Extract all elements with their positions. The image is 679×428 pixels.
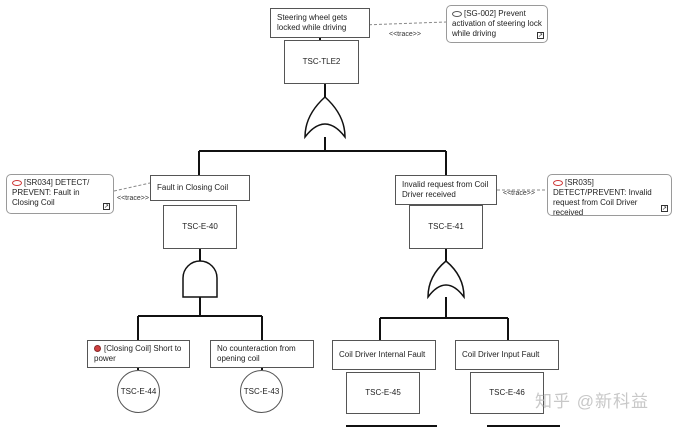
trace-label-top: <<trace>> bbox=[389, 31, 421, 38]
left-child-2-id: TSC-E-43 bbox=[243, 387, 280, 396]
right-child-1-event[interactable]: Coil Driver Internal Fault bbox=[332, 340, 436, 370]
top-event-label: Steering wheel gets locked while driving bbox=[277, 13, 348, 32]
right-requirement-label: [SR035] DETECT/PREVENT: Invalid request … bbox=[553, 178, 652, 217]
left-branch-id: TSC-E-40 bbox=[182, 222, 218, 231]
left-and-gate-icon bbox=[182, 260, 218, 298]
watermark: 知乎 @新科益 bbox=[535, 392, 649, 411]
left-branch-event-box[interactable]: Fault in Closing Coil bbox=[150, 175, 250, 201]
right-branch-id: TSC-E-41 bbox=[428, 222, 464, 231]
safety-goal-label: [SG-002] Prevent activation of steering … bbox=[452, 9, 542, 38]
top-event-id-box[interactable]: TSC-TLE2 bbox=[284, 40, 359, 84]
right-child-2-id-box[interactable]: TSC-E-46 bbox=[470, 372, 544, 414]
left-requirement-label: [SR034] DETECT/ PREVENT: Fault in Closin… bbox=[12, 178, 90, 207]
right-child-1-label: Coil Driver Internal Fault bbox=[339, 350, 426, 359]
left-child-2-label: No counteraction from opening coil bbox=[217, 344, 296, 363]
left-child-1-label: [Closing Coil] Short to power bbox=[94, 344, 182, 363]
right-requirement-note[interactable]: [SR035] DETECT/PREVENT: Invalid request … bbox=[547, 174, 672, 217]
left-branch-event-label: Fault in Closing Coil bbox=[157, 183, 229, 192]
right-branch-event-box[interactable]: Invalid request from Coil Driver receive… bbox=[395, 175, 497, 205]
failure-mode-icon bbox=[94, 345, 101, 353]
link-icon: ↗ bbox=[537, 32, 544, 39]
right-or-gate-icon bbox=[427, 260, 465, 300]
top-event-box[interactable]: Steering wheel gets locked while driving bbox=[270, 8, 370, 38]
left-branch-id-box[interactable]: TSC-E-40 bbox=[163, 205, 237, 249]
trace-label-left: <<trace>> bbox=[117, 195, 149, 202]
right-child-1-id: TSC-E-45 bbox=[365, 388, 401, 397]
left-requirement-note[interactable]: [SR034] DETECT/ PREVENT: Fault in Closin… bbox=[6, 174, 114, 214]
requirement-icon bbox=[12, 179, 22, 186]
left-child-1-basic-event[interactable]: TSC-E-44 bbox=[117, 370, 160, 413]
link-icon: ↗ bbox=[103, 203, 110, 210]
left-child-1-id: TSC-E-44 bbox=[120, 387, 157, 396]
right-branch-id-box[interactable]: TSC-E-41 bbox=[409, 205, 483, 249]
left-child-1-event[interactable]: [Closing Coil] Short to power bbox=[87, 340, 190, 368]
requirement-icon bbox=[553, 179, 563, 186]
right-child-2-id: TSC-E-46 bbox=[489, 388, 525, 397]
safety-goal-note[interactable]: [SG-002] Prevent activation of steering … bbox=[446, 5, 548, 43]
right-child-2-label: Coil Driver Input Fault bbox=[462, 350, 540, 359]
right-child-1-id-box[interactable]: TSC-E-45 bbox=[346, 372, 420, 414]
trace-label-right: <<trace>> bbox=[503, 190, 535, 197]
left-child-2-basic-event[interactable]: TSC-E-43 bbox=[240, 370, 283, 413]
top-event-id: TSC-TLE2 bbox=[302, 57, 341, 66]
link-icon: ↗ bbox=[661, 205, 668, 212]
top-or-gate-icon bbox=[304, 95, 346, 140]
safety-goal-icon bbox=[452, 10, 462, 17]
left-child-2-event[interactable]: No counteraction from opening coil bbox=[210, 340, 314, 368]
right-child-2-event[interactable]: Coil Driver Input Fault bbox=[455, 340, 559, 370]
right-branch-event-label: Invalid request from Coil Driver receive… bbox=[402, 180, 489, 199]
